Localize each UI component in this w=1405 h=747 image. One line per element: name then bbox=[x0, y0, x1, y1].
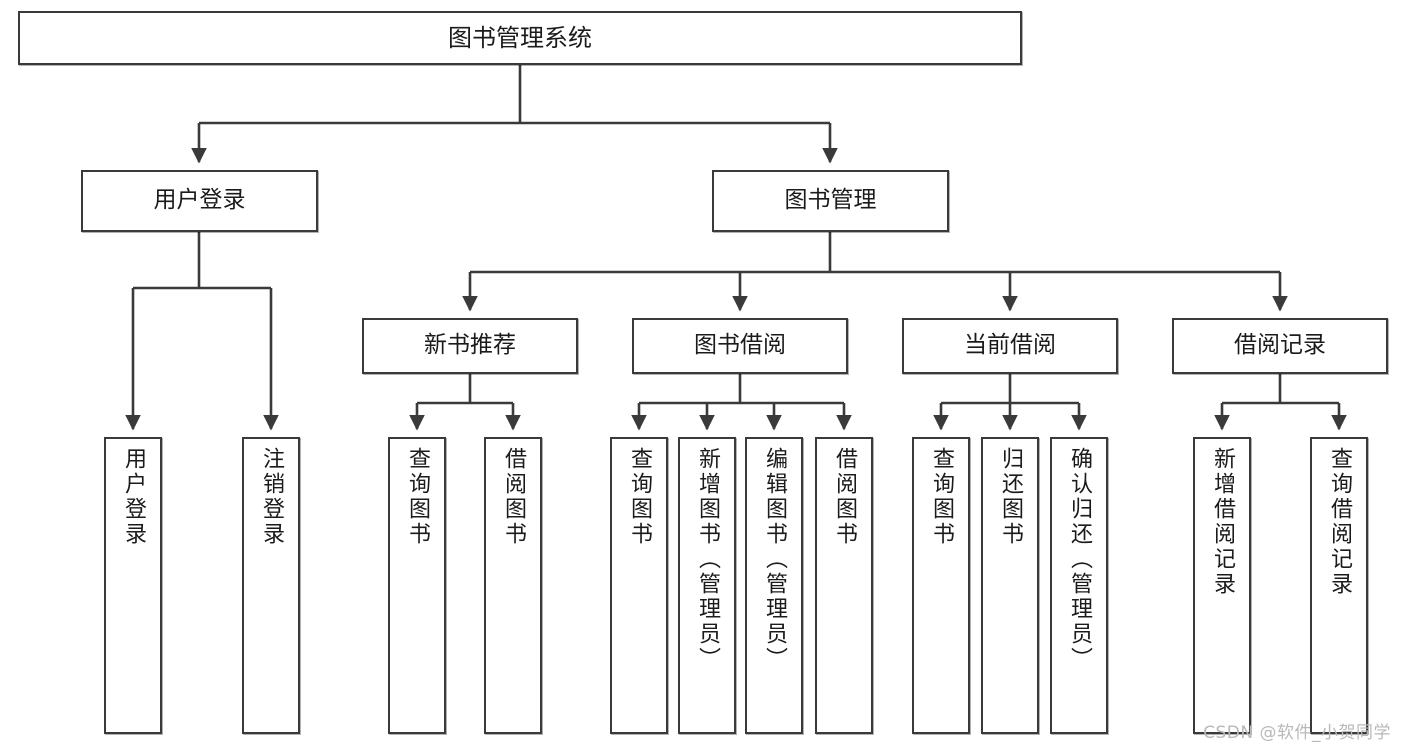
node-label: 新书推荐 bbox=[424, 332, 516, 359]
node-new-book-recommendation[interactable]: 新书推荐 bbox=[362, 318, 578, 374]
leaf-borrow-record-query-record[interactable]: 查询借阅记录 bbox=[1310, 437, 1368, 734]
node-label: 新增借阅记录 bbox=[1210, 447, 1235, 597]
node-borrow-record[interactable]: 借阅记录 bbox=[1172, 318, 1388, 374]
leaf-new-book-query-book[interactable]: 查询图书 bbox=[388, 437, 446, 734]
node-label: 查询图书 bbox=[627, 447, 652, 547]
node-book-borrow[interactable]: 图书借阅 bbox=[632, 318, 848, 374]
leaf-user-login-login[interactable]: 用户登录 bbox=[104, 437, 162, 734]
csdn-watermark: CSDN @软件_小贺同学 bbox=[1203, 723, 1391, 743]
node-label: 注销登录 bbox=[259, 447, 284, 547]
node-label: 图书管理 bbox=[784, 187, 877, 214]
node-label: 借阅图书 bbox=[501, 447, 526, 547]
node-label: 新增图书（管理员） bbox=[695, 447, 720, 672]
node-label: 归还图书 bbox=[998, 447, 1023, 547]
leaf-book-borrow-add-book-admin[interactable]: 新增图书（管理员） bbox=[678, 437, 736, 734]
leaf-current-borrow-confirm-return-admin[interactable]: 确认归还（管理员） bbox=[1050, 437, 1108, 734]
node-label: 查询图书 bbox=[405, 447, 430, 547]
node-book-management[interactable]: 图书管理 bbox=[712, 170, 949, 232]
leaf-current-borrow-query-book[interactable]: 查询图书 bbox=[912, 437, 970, 734]
leaf-current-borrow-return-book[interactable]: 归还图书 bbox=[981, 437, 1039, 734]
node-user-login[interactable]: 用户登录 bbox=[81, 170, 318, 232]
node-label: 借阅记录 bbox=[1234, 332, 1326, 359]
node-root-book-management-system[interactable]: 图书管理系统 bbox=[18, 11, 1022, 65]
node-label: 图书借阅 bbox=[694, 332, 786, 359]
node-label: 编辑图书（管理员） bbox=[762, 447, 787, 672]
leaf-book-borrow-edit-book-admin[interactable]: 编辑图书（管理员） bbox=[745, 437, 803, 734]
leaf-borrow-record-add-record[interactable]: 新增借阅记录 bbox=[1193, 437, 1251, 734]
node-current-borrow[interactable]: 当前借阅 bbox=[902, 318, 1118, 374]
node-label: 用户登录 bbox=[121, 447, 146, 547]
node-label: 查询借阅记录 bbox=[1327, 447, 1352, 597]
leaf-user-login-logout[interactable]: 注销登录 bbox=[242, 437, 300, 734]
leaf-book-borrow-borrow-book[interactable]: 借阅图书 bbox=[815, 437, 873, 734]
node-label: 借阅图书 bbox=[832, 447, 857, 547]
node-label: 确认归还（管理员） bbox=[1067, 447, 1092, 672]
leaf-book-borrow-query-book[interactable]: 查询图书 bbox=[610, 437, 668, 734]
node-label: 图书管理系统 bbox=[448, 23, 592, 52]
node-label: 当前借阅 bbox=[964, 332, 1056, 359]
node-label: 查询图书 bbox=[929, 447, 954, 547]
node-label: 用户登录 bbox=[153, 187, 246, 214]
leaf-new-book-borrow-book[interactable]: 借阅图书 bbox=[484, 437, 542, 734]
